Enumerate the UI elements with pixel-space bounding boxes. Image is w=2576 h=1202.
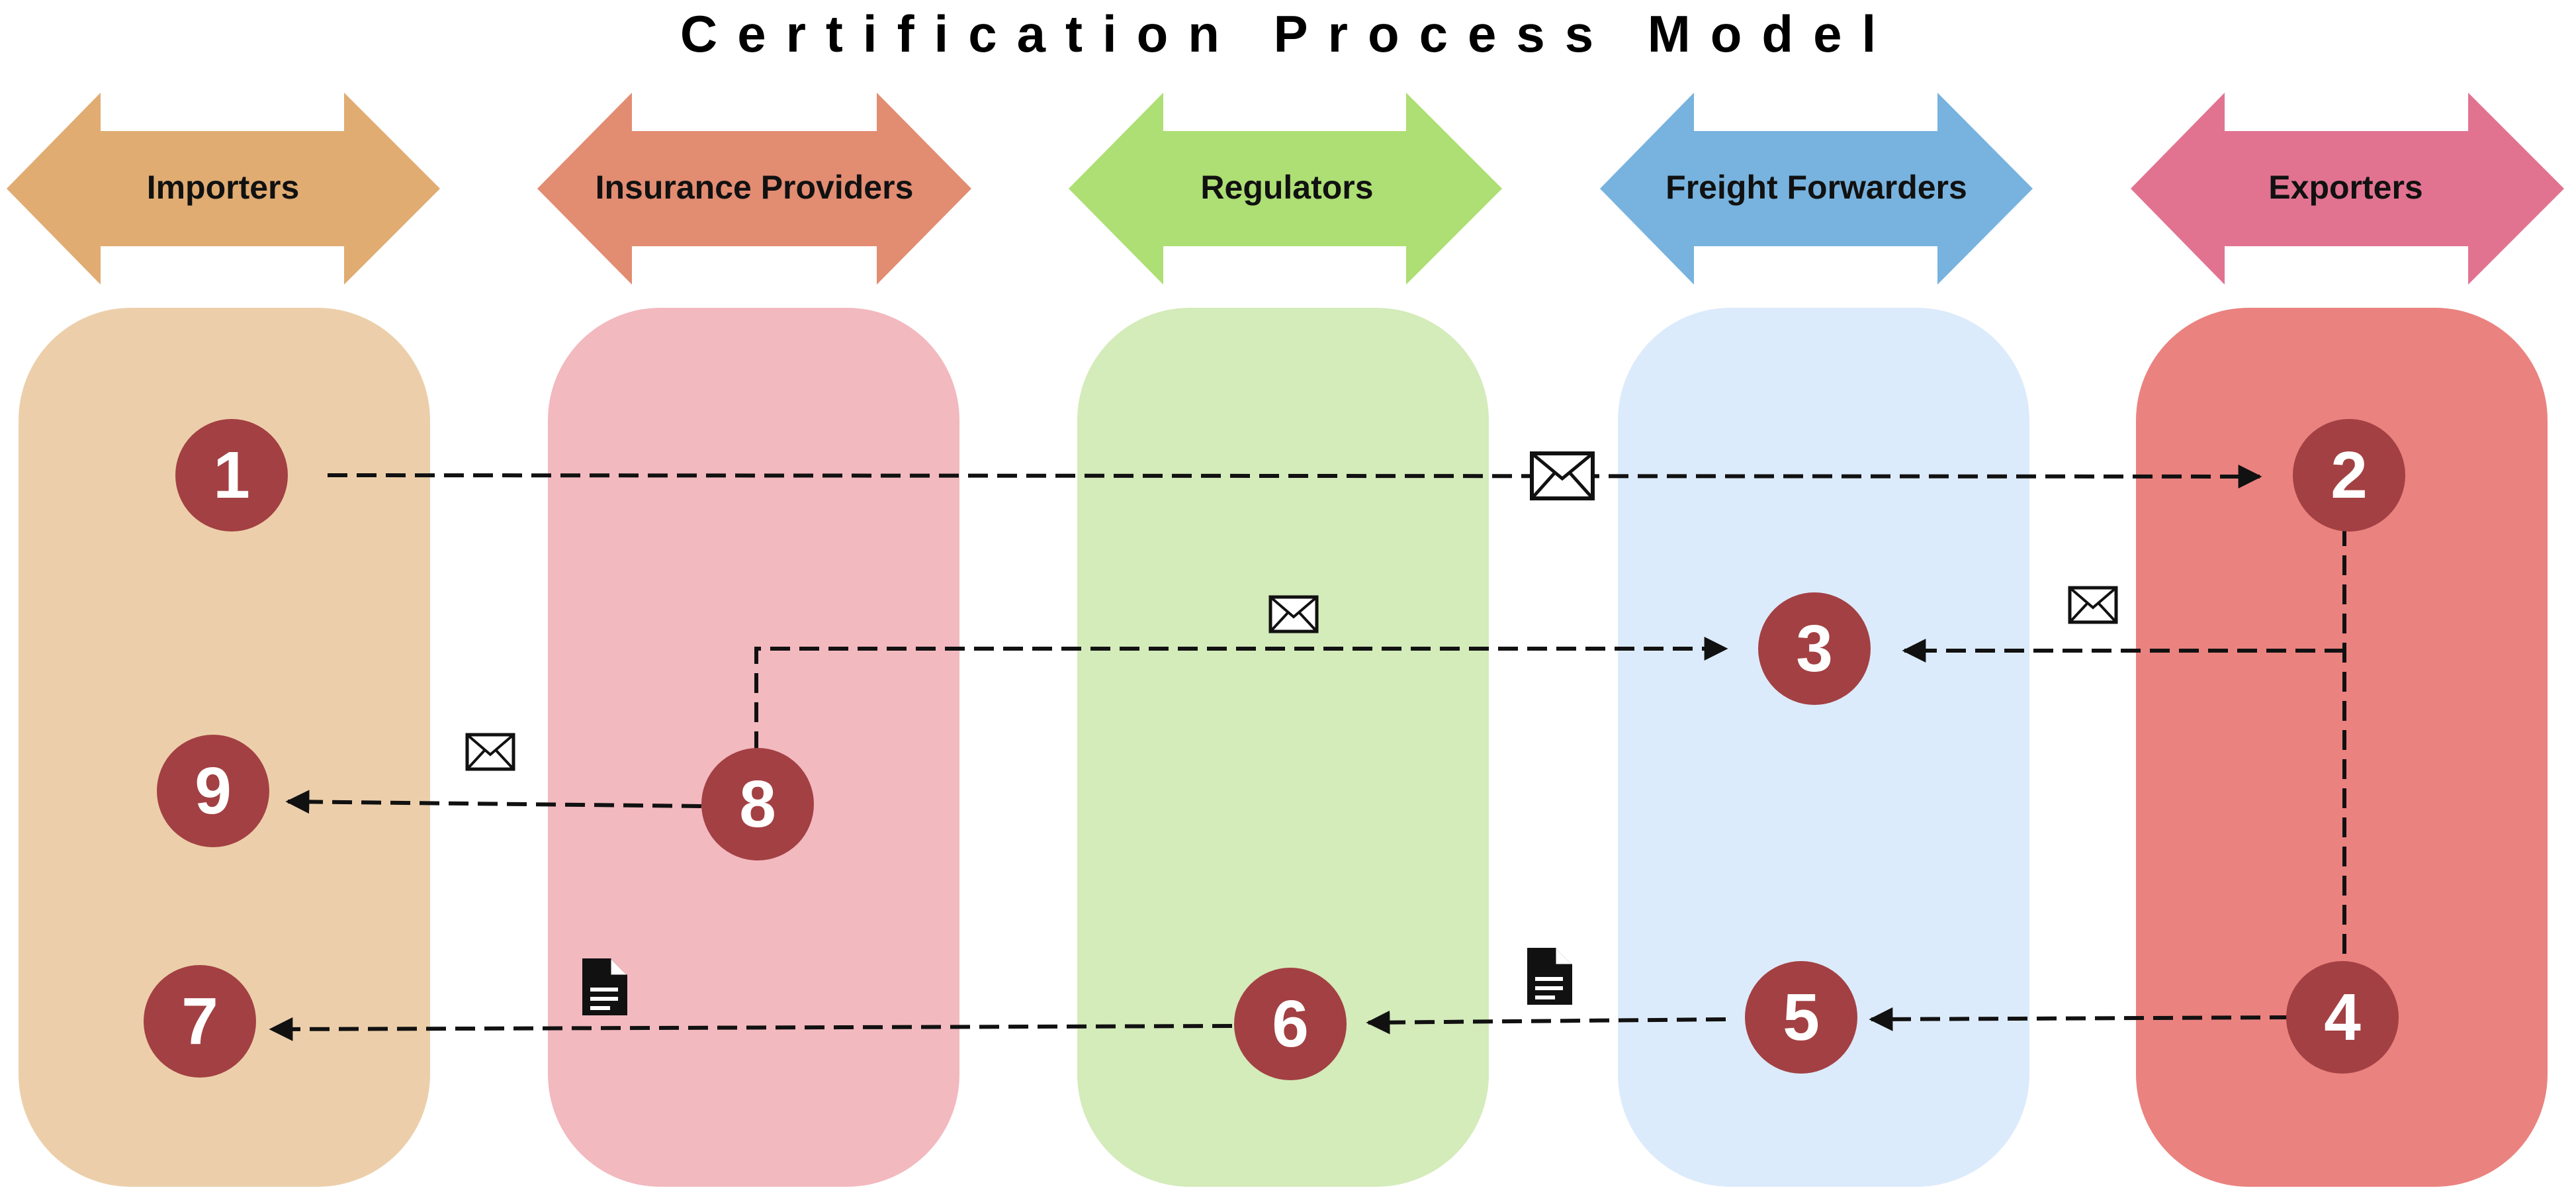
document-icon xyxy=(582,958,627,1015)
connector-6-to-7 xyxy=(269,1017,1233,1041)
lane-header-importers: Importers xyxy=(7,93,440,285)
connector-8-to-3 xyxy=(754,637,1728,751)
envelope-icon xyxy=(1530,451,1595,500)
lane-label-importers: Importers xyxy=(147,169,300,206)
step-3: 3 xyxy=(1758,592,1871,705)
step-number: 7 xyxy=(181,984,218,1058)
connector-4-to-5 xyxy=(1869,1007,2290,1031)
envelope-icon xyxy=(2068,586,2118,624)
lane-label-regulators: Regulators xyxy=(1200,169,1373,206)
lane-label-freight-forwarders: Freight Forwarders xyxy=(1666,169,1967,206)
step-8: 8 xyxy=(701,748,814,860)
connector-1-to-2 xyxy=(327,464,2262,488)
lane-label-insurance-providers: Insurance Providers xyxy=(596,169,914,206)
lane-header-freight-forwarders: Freight Forwarders xyxy=(1600,93,2033,285)
step-5: 5 xyxy=(1745,961,1857,1074)
step-1: 1 xyxy=(175,419,288,532)
swimlane-freight-forwarders xyxy=(1618,308,2029,1187)
document-icon xyxy=(1527,948,1572,1005)
step-number: 9 xyxy=(195,754,232,828)
swimlane-regulators xyxy=(1077,308,1489,1187)
envelope-icon xyxy=(465,733,515,771)
step-number: 5 xyxy=(1783,980,1820,1054)
swimlane-insurance-providers xyxy=(548,308,959,1187)
step-6: 6 xyxy=(1234,968,1347,1080)
connector-5-to-6 xyxy=(1366,1010,1726,1035)
step-number: 1 xyxy=(213,438,250,512)
lane-header-insurance-providers: Insurance Providers xyxy=(537,93,971,285)
connector-8-to-9 xyxy=(285,790,702,814)
step-number: 8 xyxy=(739,767,776,841)
lane-header-regulators: Regulators xyxy=(1069,93,1502,285)
step-number: 6 xyxy=(1272,987,1309,1061)
step-4: 4 xyxy=(2286,961,2399,1074)
step-7: 7 xyxy=(144,965,256,1078)
step-2: 2 xyxy=(2293,419,2405,532)
swimlane-exporters xyxy=(2136,308,2548,1187)
step-9: 9 xyxy=(157,735,269,847)
step-number: 4 xyxy=(2324,980,2361,1054)
step-number: 3 xyxy=(1796,612,1833,686)
step-number: 2 xyxy=(2331,438,2368,512)
lane-header-exporters: Exporters xyxy=(2131,93,2564,285)
diagram-title: Certification Process Model xyxy=(680,5,1896,63)
lane-label-exporters: Exporters xyxy=(2268,169,2422,206)
envelope-icon xyxy=(1268,595,1319,633)
